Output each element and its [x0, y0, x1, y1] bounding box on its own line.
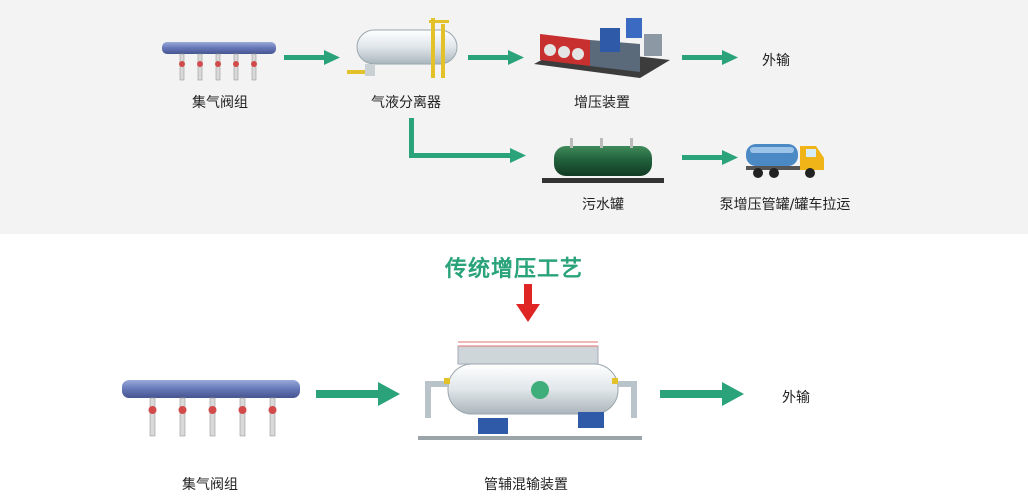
sewage-tank-image — [540, 136, 666, 184]
manifold-top-label: 集气阀组 — [192, 95, 248, 111]
separator-image — [345, 16, 467, 82]
export-top-label: 外输 — [762, 53, 790, 69]
tanker-truck-image — [744, 136, 828, 182]
flow-arrow — [468, 50, 524, 66]
sewage-tank-label: 污水罐 — [582, 197, 624, 213]
booster-label: 增压装置 — [574, 95, 630, 111]
flow-arrow-elbow — [406, 118, 526, 166]
process-title: 传统增压工艺 — [444, 257, 583, 282]
flow-arrow — [660, 382, 744, 406]
flow-arrow — [682, 50, 738, 66]
flow-arrow — [284, 50, 340, 66]
down-arrow — [516, 284, 540, 322]
manifold-bottom-label: 集气阀组 — [182, 477, 238, 493]
mixed-transport-label: 管辅混输装置 — [484, 477, 568, 493]
booster-unit-image — [530, 14, 672, 82]
manifold-bottom-image — [120, 376, 302, 440]
mixed-transport-unit-image — [418, 338, 642, 448]
traditional-process-panel — [0, 0, 1028, 234]
flow-arrow — [682, 150, 738, 166]
export-bottom-label: 外输 — [782, 390, 810, 406]
flow-arrow — [316, 382, 400, 406]
truck-transport-label: 泵增压管罐/罐车拉运 — [719, 197, 851, 213]
separator-label: 气液分离器 — [371, 95, 441, 111]
manifold-top-image — [160, 36, 278, 86]
